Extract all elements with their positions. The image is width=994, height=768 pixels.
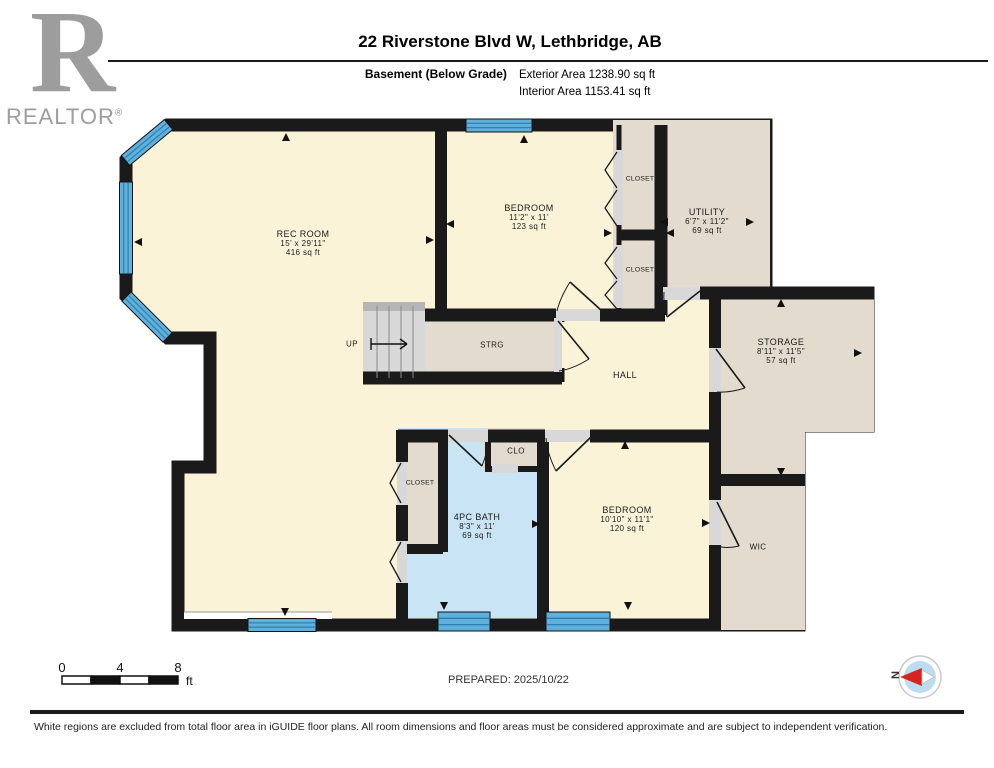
- compass-north-label: N: [890, 671, 902, 679]
- exterior-area-text: Exterior Area 1238.90 sq ft: [518, 69, 656, 81]
- stairs: [370, 306, 414, 378]
- room-label-bath: 4PC BATH 8'3" x 11' 69 sq ft: [453, 512, 501, 540]
- header-divider: [108, 60, 988, 62]
- scale-tick-8: 8: [174, 660, 181, 675]
- floor-areas: Exterior Area 1238.90 sq ft Interior Are…: [519, 67, 655, 101]
- scale-tick-4: 4: [116, 660, 123, 675]
- room-label-utility: UTILITY 6'7" x 11'2" 69 sq ft: [685, 207, 729, 235]
- registered-mark: ®: [114, 107, 124, 119]
- room-fills: [184, 120, 874, 630]
- room-label-clo: CLO: [507, 446, 525, 456]
- room-label-strg: STRG: [480, 340, 504, 350]
- realtor-logo-wordmark: REALTOR®: [6, 104, 136, 130]
- interior-walls: [363, 125, 874, 630]
- page-title: 22 Riverstone Blvd W, Lethbridge, AB: [358, 32, 662, 51]
- north-arrow-compass-icon: N: [890, 655, 942, 699]
- scale-tick-0: 0: [58, 660, 65, 675]
- room-label-wic: WIC: [749, 542, 767, 552]
- bifold-doors: [389, 151, 618, 583]
- realtor-logo-icon: R: [30, 0, 116, 117]
- door-openings: [363, 150, 721, 583]
- floor-summary: Basement (Below Grade) Exterior Area 123…: [110, 67, 910, 101]
- room-label-storage: STORAGE 8'11" x 11'5" 57 sq ft: [757, 337, 805, 365]
- room-label-closet-mid: CLOSET: [625, 266, 655, 274]
- dimension-arrows: [134, 133, 862, 616]
- floor-name-label: Basement (Below Grade): [364, 67, 507, 81]
- disclaimer-text: White regions are excluded from total fl…: [34, 721, 888, 733]
- windows: [119, 118, 611, 632]
- interior-area-text: Interior Area 1153.41 sq ft: [518, 86, 651, 98]
- doors: [448, 281, 746, 548]
- room-label-closet-top: CLOSET: [625, 175, 655, 183]
- room-label-rec-room: REC ROOM 15' x 29'11" 416 sq ft: [276, 229, 330, 257]
- room-label-bedroom-top: BEDROOM 11'2" x 11' 123 sq ft: [504, 203, 554, 231]
- room-label-hall: HALL: [612, 370, 638, 380]
- room-label-bedroom-bottom: BEDROOM 10'10" x 11'1" 120 sq ft: [600, 505, 654, 533]
- footer-divider: [30, 710, 964, 714]
- scale-unit: ft: [186, 674, 193, 688]
- room-label-closet-bath: CLOSET: [405, 479, 435, 487]
- prepared-date: PREPARED: 2025/10/22: [448, 674, 569, 686]
- stairs-up-label: UP: [346, 339, 358, 349]
- scale-bar: 0 4 8 ft: [58, 660, 193, 688]
- realtor-brand-text: REALTOR: [6, 104, 115, 129]
